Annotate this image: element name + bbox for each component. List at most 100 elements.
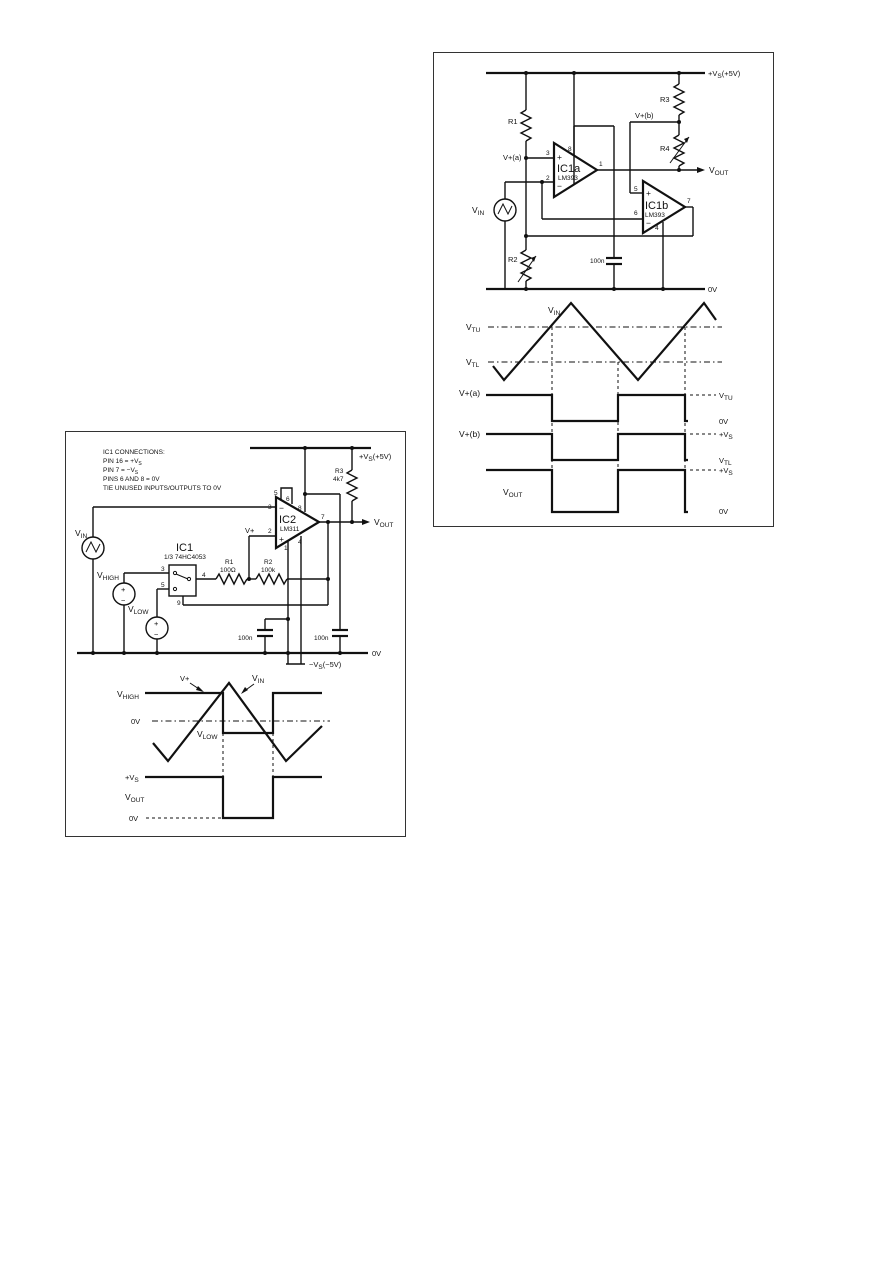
svg-text:4: 4	[655, 225, 659, 232]
ic1b-part: LM393	[645, 212, 665, 219]
svg-text:6: 6	[286, 496, 290, 503]
svg-text:3: 3	[161, 566, 165, 573]
r2-resistor-left	[255, 572, 288, 586]
vpb-wave	[486, 432, 688, 462]
svg-text:5: 5	[161, 582, 165, 589]
vtl-label: VTL	[466, 357, 480, 369]
svg-text:7: 7	[321, 514, 325, 521]
lw-zero-label: 0V	[131, 717, 140, 726]
svg-text:+: +	[557, 152, 562, 162]
r1-label: R1	[508, 117, 518, 126]
lw-vs-label: +VS	[125, 773, 139, 784]
vtu-label: VTU	[466, 322, 481, 334]
ic1b-comparator	[641, 179, 688, 235]
left-figure-panel	[65, 431, 406, 837]
zero-rail-label: 0V	[708, 285, 717, 294]
r-vtu-label: VTU	[719, 391, 733, 402]
svg-text:5: 5	[634, 186, 638, 193]
lw-vplus-label: V+	[180, 674, 190, 683]
svg-text:2: 2	[268, 528, 272, 535]
r3-resistor	[672, 83, 686, 116]
right-vout-label: VOUT	[709, 165, 728, 177]
r-zero1-label: 0V	[719, 417, 728, 426]
r-zero2-label: 0V	[719, 507, 728, 516]
wave-vpb-label: V+(b)	[459, 429, 480, 439]
lw-vhigh-label: VHIGH	[117, 689, 139, 701]
r3-pullup	[345, 469, 359, 502]
svg-text:1: 1	[599, 161, 603, 168]
svg-text:+: +	[646, 188, 651, 198]
left-r2-val: 100k	[261, 567, 276, 574]
wave-vpa-label: V+(a)	[459, 388, 480, 398]
right-vout-wave	[486, 468, 688, 514]
lw-zero2-label: 0V	[129, 814, 138, 823]
r1-resistor-left	[215, 572, 248, 586]
left-vs-label: +VS(+5V)	[359, 452, 392, 463]
svg-text:+: +	[154, 619, 159, 628]
svg-text:8: 8	[298, 505, 302, 512]
svg-text:3: 3	[546, 150, 550, 157]
svg-text:5: 5	[274, 490, 278, 497]
svg-text:1: 1	[284, 545, 288, 552]
ic1-desc: 1/3 74HC4053	[164, 554, 206, 561]
r-vs2-label: +VS	[719, 466, 733, 477]
svg-text:6: 6	[634, 210, 638, 217]
ic1-switch	[168, 564, 197, 597]
ic1a-part: LM393	[558, 175, 578, 182]
vs-rail-label: +VS(+5V)	[708, 69, 741, 80]
svg-text:+: +	[121, 585, 126, 594]
r1-resistor	[519, 109, 533, 142]
r4-label: R4	[660, 144, 670, 153]
svg-text:−: −	[121, 596, 126, 605]
lw-vin-wave	[152, 681, 323, 763]
svg-text:−: −	[646, 218, 651, 228]
ic1a-label: IC1a	[557, 163, 581, 175]
r2-label: R2	[508, 255, 518, 264]
left-r2-label: R2	[264, 559, 273, 566]
r-vtl-label: VTL	[719, 456, 732, 467]
svg-text:8: 8	[568, 146, 572, 153]
left-r3-val: 4k7	[333, 476, 344, 483]
lw-vin-label: VIN	[252, 673, 264, 685]
notes-pin7: PIN 7 = −VS	[103, 467, 139, 476]
vpb-label: V+(b)	[635, 111, 654, 120]
notes-pin16: PIN 16 = +VS	[103, 458, 142, 467]
lw-vout-wave	[145, 775, 322, 820]
left-vout-label: VOUT	[374, 517, 393, 529]
vpa-wave	[486, 393, 688, 423]
svg-text:9: 9	[177, 600, 181, 607]
lw-vout-label: VOUT	[125, 792, 144, 804]
svg-text:4: 4	[298, 539, 302, 546]
left-vplus-label: V+	[245, 526, 255, 535]
svg-text:7: 7	[687, 198, 691, 205]
ic1-label: IC1	[176, 542, 193, 554]
ic2-label: IC2	[279, 514, 296, 526]
vhigh-label: VHIGH	[97, 570, 119, 582]
left-vsneg-label: −VS(−5V)	[309, 660, 342, 671]
left-r1-val: 100Ω	[220, 567, 236, 574]
svg-text:−: −	[154, 630, 159, 639]
notes-tie: TIE UNUSED INPUTS/OUTPUTS TO 0V	[103, 485, 222, 492]
left-cap1-label: 100n	[238, 635, 253, 642]
svg-text:4: 4	[202, 572, 206, 579]
left-zero-label: 0V	[372, 649, 381, 658]
left-r1-label: R1	[225, 559, 234, 566]
wave-vin-label: VIN	[548, 305, 560, 317]
svg-text:−: −	[557, 181, 562, 191]
ic2-comparator	[274, 495, 322, 550]
wave-vout-label: VOUT	[503, 487, 522, 499]
vlow-label: VLOW	[128, 604, 149, 616]
svg-text:2: 2	[546, 175, 550, 182]
vpa-label: V+(a)	[503, 153, 522, 162]
notes-pin68: PINS 6 AND 8 = 0V	[103, 476, 160, 483]
lw-vplus-wave	[145, 691, 322, 735]
left-vin-label: VIN	[75, 528, 87, 540]
notes-title: IC1 CONNECTIONS:	[103, 449, 165, 456]
right-cap-label: 100n	[590, 258, 605, 265]
vin-triangle-wave	[492, 301, 717, 382]
left-r3-label: R3	[335, 468, 344, 475]
svg-text:+: +	[279, 534, 284, 544]
